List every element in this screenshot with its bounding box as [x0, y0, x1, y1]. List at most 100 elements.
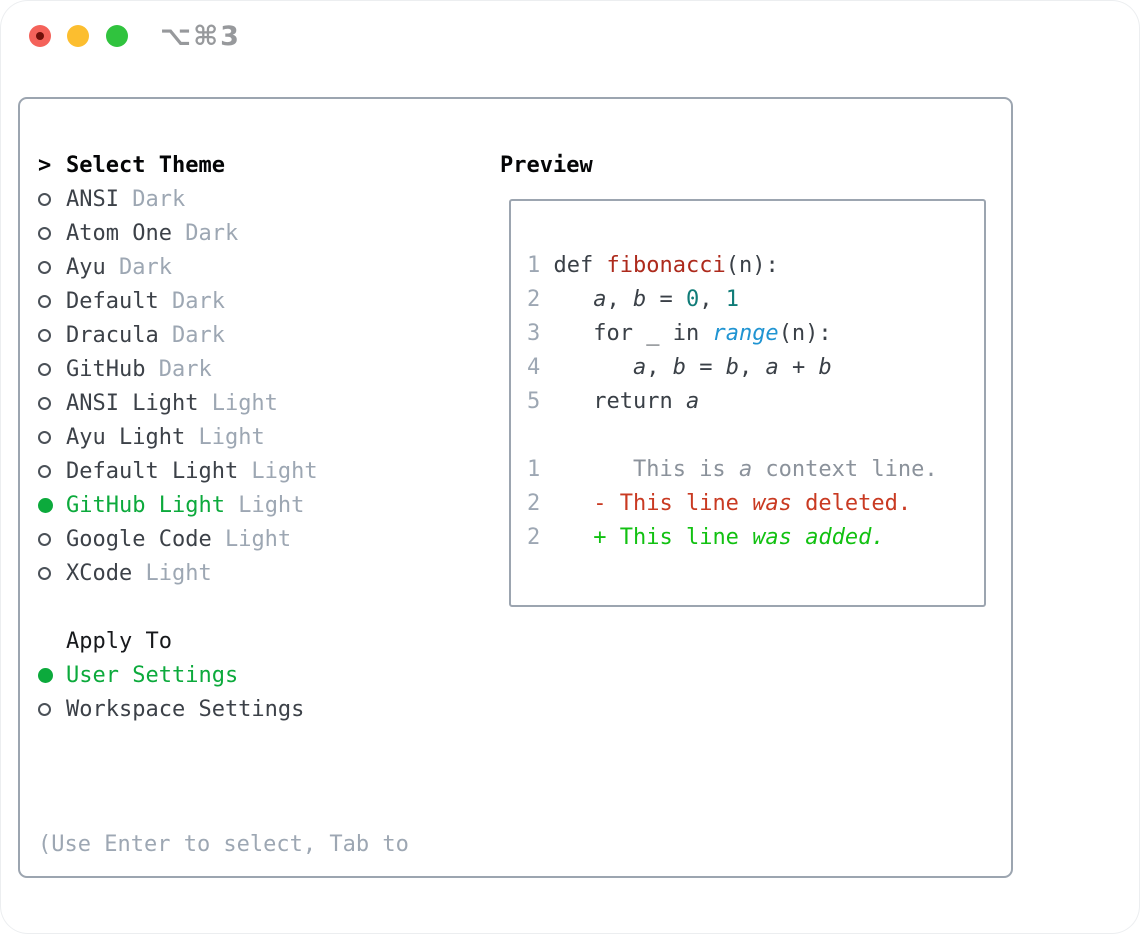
theme-list-title: Select Theme: [66, 152, 225, 178]
window-titlebar: ⌥⌘3: [0, 0, 1140, 72]
code-segment: 0: [686, 287, 700, 312]
code-line: 4 a, b = b, a + b: [527, 351, 984, 385]
theme-list-header: > Select Theme: [38, 148, 318, 182]
radio-icon: [38, 464, 51, 478]
code-segment: [540, 491, 593, 516]
theme-item[interactable]: ANSI Light Light: [38, 386, 318, 420]
close-button[interactable]: [29, 25, 51, 47]
apply-option-label: User Settings: [66, 662, 239, 688]
code-line: 5 return a: [527, 385, 984, 419]
minimize-button[interactable]: [67, 25, 89, 47]
code-segment: 2: [527, 287, 554, 312]
bullet-cell: [38, 497, 66, 513]
theme-variant: Dark: [158, 288, 225, 314]
theme-item[interactable]: XCode Light: [38, 556, 318, 590]
radio-icon: [38, 566, 51, 580]
theme-variant: Dark: [105, 254, 172, 280]
apply-to-header: Apply To: [38, 624, 318, 658]
code-segment: deleted.: [791, 491, 912, 516]
hint-line-2: change focus): [38, 930, 409, 934]
code-segment: [554, 355, 633, 380]
code-line: 1 def fibonacci(n):: [527, 249, 984, 283]
theme-item[interactable]: Atom One Dark: [38, 216, 318, 250]
code-segment: b: [633, 287, 647, 312]
bullet-cell: [38, 702, 66, 716]
theme-variant: Dark: [145, 356, 212, 382]
code-segment: =: [646, 287, 686, 312]
theme-name: XCode: [66, 560, 133, 586]
bullet-cell: [38, 396, 66, 410]
code-segment: fibonacci: [606, 253, 726, 278]
theme-item[interactable]: GitHub Dark: [38, 352, 318, 386]
theme-name: Ayu Light: [66, 424, 186, 450]
radio-icon: [38, 430, 51, 444]
radio-icon: [38, 532, 51, 546]
theme-variant: Light: [198, 390, 278, 416]
theme-variant: Light: [132, 560, 212, 586]
theme-name: Default: [66, 288, 159, 314]
bullet-cell: [38, 464, 66, 478]
code-line: 2 + This line was added.: [527, 521, 984, 555]
zoom-button[interactable]: [106, 25, 128, 47]
radio-icon: [38, 702, 51, 716]
code-segment: ,: [646, 355, 673, 380]
theme-item[interactable]: Default Light Light: [38, 454, 318, 488]
code-segment: +: [778, 355, 819, 380]
code-segment: 1: [527, 253, 554, 278]
theme-item[interactable]: ANSI Dark: [38, 182, 318, 216]
preview-title: Preview: [500, 152, 593, 178]
code-line: [527, 419, 984, 453]
theme-variant: Light: [238, 458, 318, 484]
theme-name: Ayu: [66, 254, 106, 280]
code-segment: (n):: [725, 253, 779, 278]
code-segment: =: [685, 355, 726, 380]
theme-item[interactable]: GitHub Light Light: [38, 488, 318, 522]
code-segment: ,: [699, 287, 726, 312]
code-segment: [792, 525, 805, 550]
theme-variant: Dark: [171, 220, 239, 246]
code-segment: 1: [527, 457, 541, 482]
code-segment: - This line: [593, 491, 753, 516]
code-segment: 2: [527, 525, 541, 550]
theme-item[interactable]: Dracula Dark: [38, 318, 318, 352]
theme-item[interactable]: Default Dark: [38, 284, 318, 318]
code-segment: (n):: [778, 321, 832, 346]
window-shortcut-label: ⌥⌘3: [160, 21, 241, 52]
code-segment: b: [818, 355, 832, 380]
radio-icon: [38, 226, 51, 240]
code-segment: def: [553, 253, 607, 278]
apply-option[interactable]: Workspace Settings: [38, 692, 318, 726]
hint-line-1: (Use Enter to select, Tab to: [38, 832, 409, 857]
theme-name: ANSI: [66, 186, 119, 212]
radio-icon: [38, 328, 51, 342]
theme-item[interactable]: Google Code Light: [38, 522, 318, 556]
code-segment: b: [672, 355, 686, 380]
radio-icon: [38, 396, 51, 410]
theme-item[interactable]: Ayu Dark: [38, 250, 318, 284]
theme-item[interactable]: Ayu Light Light: [38, 420, 318, 454]
code-segment: 2: [527, 491, 541, 516]
bullet-cell: [38, 260, 66, 274]
code-segment: for _ in: [553, 321, 713, 346]
apply-option[interactable]: User Settings: [38, 658, 318, 692]
code-segment: 4: [527, 355, 554, 380]
spacer: [38, 590, 318, 624]
theme-name: Default Light: [66, 458, 239, 484]
code-line: 1 This is a context line.: [527, 453, 984, 487]
code-segment: return: [553, 389, 686, 414]
code-segment: + This line: [593, 525, 753, 550]
theme-variant: Light: [211, 526, 292, 552]
code-segment: 5: [527, 389, 554, 414]
bullet-cell: [38, 294, 66, 308]
theme-name: Atom One: [66, 220, 172, 246]
bullet-cell: [38, 192, 66, 206]
code-segment: context line.: [752, 457, 938, 482]
code-segment: 3: [527, 321, 554, 346]
radio-selected-icon: [38, 667, 53, 683]
